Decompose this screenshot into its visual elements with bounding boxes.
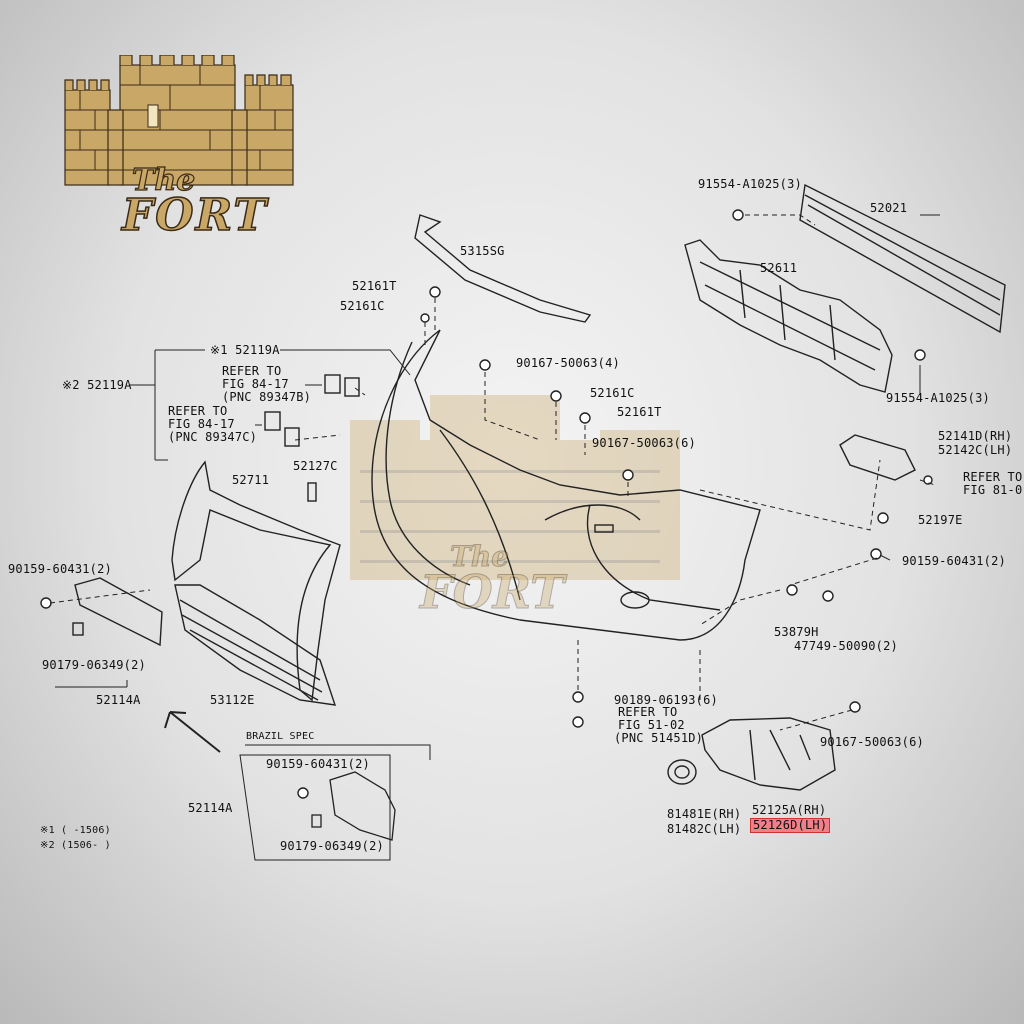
label-81481e: 81481E(RH) [667,807,742,821]
label-52119a-note1: ※1 52119A [210,343,280,357]
label-90179-brazil: 90179-06349(2) [280,839,384,853]
label-91554-bottom: 91554-A1025(3) [886,391,990,405]
label-52161c-a: 52161C [340,299,385,313]
grille-frame [171,460,341,702]
ref3-line1: REFER TO [963,470,1023,484]
ref-fig-81: REFER TO FIG 81-0 [963,471,1022,497]
ref-fig-84-17-b: REFER TO FIG 84-17 (PNC 89347B) [222,365,311,404]
footnote-1: ※1 ( -1506) [40,825,111,836]
fog-ring [667,759,697,785]
label-52125a: 52125A(RH) [752,803,827,817]
label-brazil-spec: BRAZIL SPEC [246,731,315,742]
lower-grille [174,584,337,706]
label-53112e: 53112E [210,693,255,707]
label-52141d: 52141D(RH) [938,429,1013,443]
label-52114a-brazil: 52114A [188,801,233,815]
label-52197e: 52197E [918,513,963,527]
side-bracket [839,434,916,481]
label-52119a-note2: ※2 52119A [62,378,132,392]
label-52161c-b: 52161C [590,386,635,400]
ref1-line3: (PNC 89347B) [222,390,312,404]
ref2-line3: (PNC 89347C) [168,430,258,444]
label-90189: 90189-06193(6) [614,693,718,707]
direction-arrow [164,711,221,753]
label-47749: 47749-50090(2) [794,639,898,653]
ref4-line2: FIG 51-02 [618,718,685,732]
label-52711: 52711 [232,473,270,487]
ref1-line1: REFER TO [222,364,282,378]
ref-fig-51-02: REFER TO FIG 51-02 (PNC 51451D) [614,706,703,745]
clip-shapes [264,374,360,502]
label-52142c: 52142C(LH) [938,443,1013,457]
label-90167-b: 90167-50063(6) [592,436,696,450]
label-90159-brazil: 90159-60431(2) [266,757,370,771]
label-91554-top: 91554-A1025(3) [698,177,802,191]
label-52021: 52021 [870,201,908,215]
label-52126d-highlighted: 52126D(LH) [750,818,831,833]
label-52161t-a: 52161T [352,279,397,293]
label-53879h: 53879H [774,625,819,639]
leader-lines [55,214,940,861]
watermark-line2: FORT [419,565,565,620]
ref2-line2: FIG 84-17 [168,417,235,431]
label-90167-a: 90167-50063(4) [516,356,620,370]
bumper-cover [371,329,761,641]
logo-text-fort: FORT [121,189,269,242]
molding-strip [414,214,592,323]
label-90159-right: 90159-60431(2) [902,554,1006,568]
ref-fig-84-17-c: REFER TO FIG 84-17 (PNC 89347C) [168,405,257,444]
ref4-line1: REFER TO [618,705,678,719]
label-52114a: 52114A [96,693,141,707]
label-52161t-b: 52161T [617,405,662,419]
ref4-line3: (PNC 51451D) [614,731,704,745]
label-5315sg: 5315SG [460,244,505,258]
label-52127c: 52127C [293,459,338,473]
logo-text-the: The [131,162,196,198]
label-52611: 52611 [760,261,798,275]
ref3-line2: FIG 81-0 [963,483,1023,497]
label-90167-c: 90167-50063(6) [820,735,924,749]
castle-icon [64,54,294,186]
license-bracket [74,577,163,647]
watermark-text: The FORT [419,540,565,620]
bolt-markers [40,209,933,799]
label-81482c: 81482C(LH) [667,822,742,836]
footnote-2: ※2 (1506- ) [40,840,111,851]
reinforcement-bar [799,183,1006,334]
brand-logo: The FORT [60,54,300,245]
fog-cover [701,717,836,791]
dashed-links [49,214,936,731]
ref2-line1: REFER TO [168,404,228,418]
energy-absorber [684,239,893,393]
ref1-line2: FIG 84-17 [222,377,289,391]
label-90179-left: 90179-06349(2) [42,658,146,672]
label-90159-left: 90159-60431(2) [8,562,112,576]
watermark-line1: The [449,540,510,574]
